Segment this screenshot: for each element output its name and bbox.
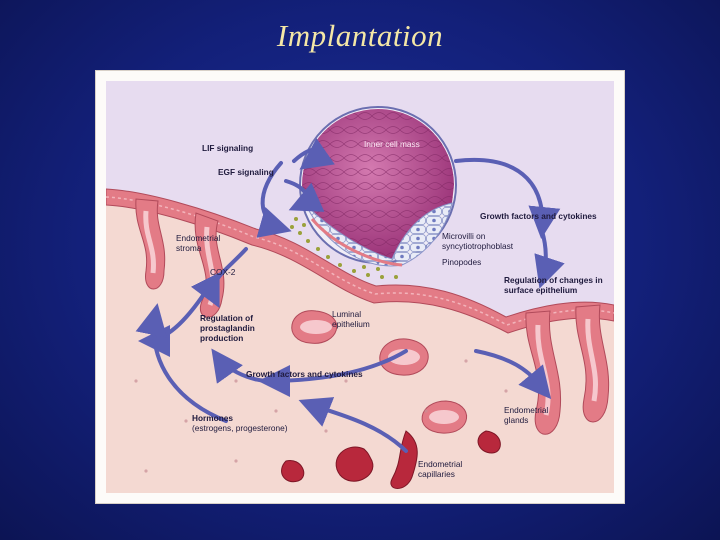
slide-title: Implantation	[276, 18, 444, 53]
label-growth-factors-bottom: Growth factors and cytokines	[246, 369, 363, 379]
label-egf-signaling: EGF signaling	[218, 167, 274, 177]
label-growth-factors-top: Growth factors and cytokines	[480, 211, 597, 221]
signal-arrows	[135, 138, 565, 453]
label-luminal-epithelium: Luminal epithelium	[332, 309, 370, 329]
label-endometrial-stroma: Endometrial stroma	[176, 233, 221, 253]
label-pinopodes: Pinopodes	[442, 257, 482, 267]
label-inner-cell-mass: Inner cell mass	[364, 139, 420, 149]
figure-panel: LIF signaling EGF signaling Inner cell m…	[96, 71, 624, 503]
label-microvilli: Microvilli on syncytiotrophoblast	[442, 231, 514, 251]
label-endometrial-capillaries: Endometrial capillaries	[418, 459, 463, 479]
blastocyst-shape	[299, 106, 457, 267]
label-hormones: Hormones (estrogens, progesterone)	[192, 413, 288, 433]
label-lif-signaling: LIF signaling	[202, 143, 254, 153]
diagram-artwork	[106, 81, 614, 489]
label-cox2: COX-2	[210, 267, 236, 277]
label-endometrial-glands: Endometrial glands	[504, 405, 549, 425]
pinopodes-dots	[290, 217, 398, 279]
implantation-diagram: LIF signaling EGF signaling Inner cell m…	[106, 81, 614, 493]
label-regulation-prostaglandin: Regulation of prostaglandin production	[200, 313, 255, 343]
endometrial-capillaries-shapes	[281, 430, 501, 489]
label-regulation-surface-epithelium: Regulation of changes in surface epithel…	[504, 275, 603, 295]
luminal-epithelium-shape	[106, 188, 614, 334]
